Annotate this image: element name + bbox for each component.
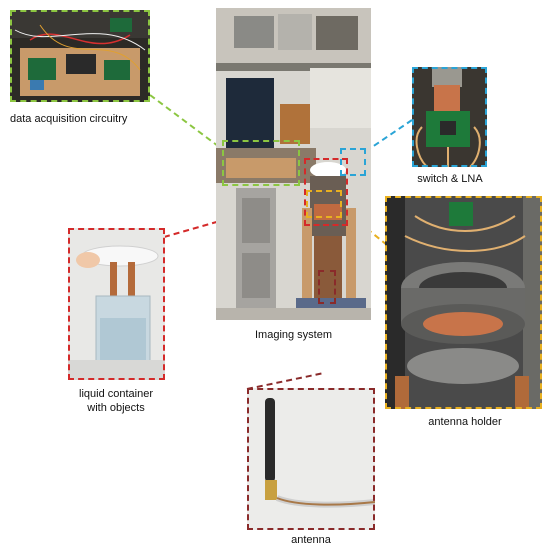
liquid-container-label-line1: liquid container bbox=[79, 388, 153, 400]
antenna-connector bbox=[246, 372, 325, 390]
antenna-photo bbox=[247, 388, 375, 530]
imaging-system-label: Imaging system bbox=[254, 329, 333, 341]
antenna-label: antenna bbox=[291, 534, 331, 546]
liquid-container-label-line2: with objects bbox=[87, 402, 145, 414]
liquid-container-label: liquid container with objects bbox=[56, 387, 176, 415]
imaging-system-photo bbox=[216, 8, 371, 320]
liquid-container-photo bbox=[68, 228, 165, 380]
daq-photo bbox=[10, 10, 150, 102]
switch-lna-label: switch & LNA bbox=[417, 173, 483, 185]
antenna-holder-label: antenna holder bbox=[428, 416, 502, 428]
switch-lna-photo bbox=[412, 67, 487, 167]
antenna-holder-photo bbox=[385, 196, 542, 409]
daq-label: data acquisition circuitry bbox=[10, 113, 128, 125]
